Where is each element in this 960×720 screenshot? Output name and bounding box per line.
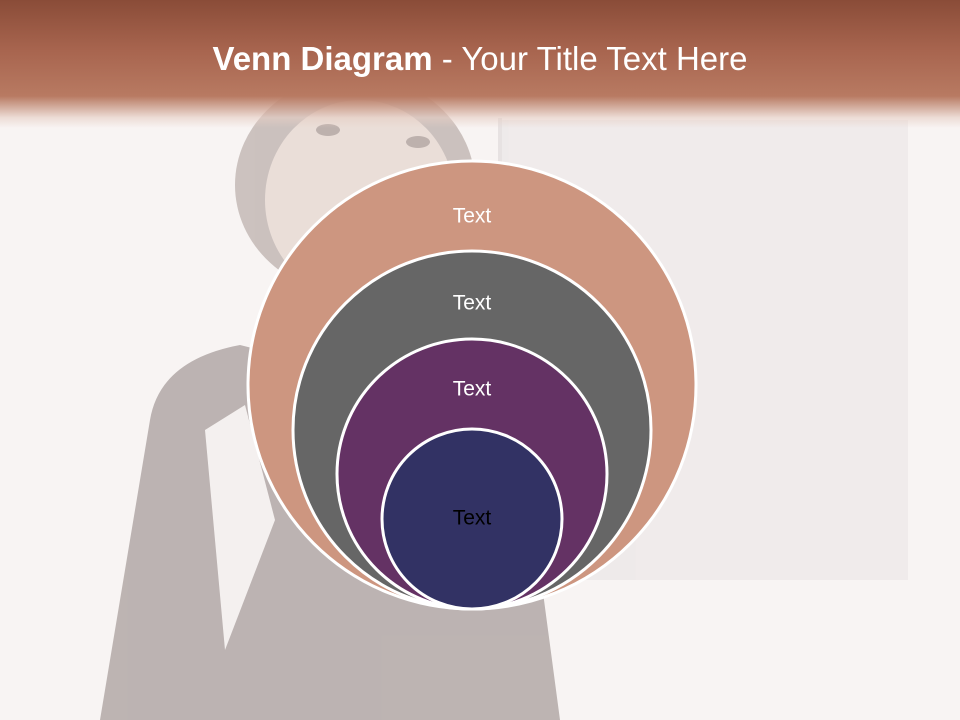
venn-label-2: Text	[453, 292, 492, 315]
title-banner: Venn Diagram - Your Title Text Here	[0, 0, 960, 128]
venn-label-4: Text	[453, 507, 492, 530]
venn-label-1: Text	[453, 205, 492, 228]
venn-label-3: Text	[453, 378, 492, 401]
venn-circle-4	[380, 427, 564, 611]
page-title-rest: - Your Title Text Here	[432, 40, 748, 77]
page-title: Venn Diagram - Your Title Text Here	[0, 40, 960, 78]
page-title-bold: Venn Diagram	[212, 40, 433, 77]
